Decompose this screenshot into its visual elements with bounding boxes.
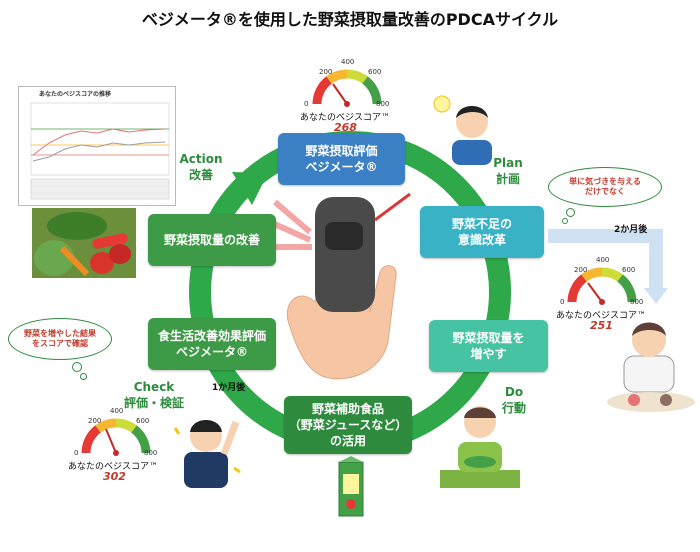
vegemeter-device-illustration bbox=[270, 192, 411, 380]
gauge-left-tick-0: 0 bbox=[74, 449, 79, 457]
phase-desc: 改善 bbox=[188, 167, 213, 182]
box-awareness-reform: 野菜不足の 意識改革 bbox=[420, 206, 544, 258]
gauge-right-tick-800: 800 bbox=[630, 298, 644, 306]
page-title: ベジメータ®を使用した野菜摂取量改善のPDCAサイクル bbox=[141, 10, 559, 29]
gauge-right bbox=[567, 267, 637, 305]
box-increase-vegetables: 野菜摂取量を 増やす bbox=[429, 320, 548, 372]
phase-name: Plan bbox=[493, 156, 523, 170]
interval-one-month: 1か月後 bbox=[212, 383, 246, 393]
box-line: 野菜摂取評価 bbox=[305, 143, 378, 158]
box-line: 野菜不足の bbox=[451, 216, 512, 231]
gauge-top-tick-200: 200 bbox=[319, 68, 333, 76]
bubble-awareness: 単に気づきを与える だけでなく bbox=[548, 167, 662, 207]
box-line: ベジメータ® bbox=[175, 345, 248, 359]
gauge-left-tick-800: 800 bbox=[144, 449, 158, 457]
gauge-top-score: 268 bbox=[334, 121, 357, 134]
phase-desc: 評価・検証 bbox=[123, 395, 184, 410]
phase-action-label: Action 改善 bbox=[176, 152, 226, 183]
score-trend-plot bbox=[30, 102, 170, 200]
person-thinking-illustration bbox=[433, 95, 492, 165]
interval-two-months: 2か月後 bbox=[614, 225, 648, 235]
box-line: （野菜ジュースなど） bbox=[288, 417, 408, 432]
two-month-arrow-body bbox=[548, 229, 663, 290]
bubble-tail-dot bbox=[72, 362, 82, 372]
bubble-line: 野菜を増やした結果 bbox=[24, 328, 96, 338]
gauge-left-score: 302 bbox=[103, 470, 126, 483]
phase-name: Do bbox=[504, 385, 524, 399]
person-eating-illustration bbox=[440, 406, 520, 488]
cycle-arrowhead bbox=[232, 172, 268, 205]
bubble-tail-dot bbox=[562, 218, 568, 224]
bubble-line: だけでなく bbox=[585, 187, 625, 196]
bubble-tail-dot bbox=[80, 373, 87, 380]
box-line: ベジメータ® bbox=[305, 160, 378, 174]
score-trend-chart-title: あなたのベジスコアの推移 bbox=[39, 91, 112, 98]
box-line: 野菜摂取量を bbox=[452, 330, 525, 345]
gauge-top-tick-0: 0 bbox=[304, 100, 309, 108]
gauge-left-tick-400: 400 bbox=[110, 407, 124, 415]
bubble-tail-dot bbox=[566, 208, 575, 217]
box-vegetable-intake-evaluation: 野菜摂取評価 ベジメータ® bbox=[278, 133, 405, 185]
phase-desc: 行動 bbox=[501, 400, 526, 415]
box-line: 野菜摂取量の改善 bbox=[163, 232, 260, 247]
phase-desc: 計画 bbox=[495, 171, 520, 186]
box-intake-improvement: 野菜摂取量の改善 bbox=[148, 214, 276, 266]
box-line: 野菜補助食品 bbox=[311, 401, 384, 416]
gauge-top-caption: あなたのベジスコア™ bbox=[300, 113, 391, 123]
bubble-line: 単に気づきを与える bbox=[569, 176, 641, 186]
gauge-right-caption: あなたのベジスコア™ bbox=[556, 311, 647, 321]
bubble-confirm-score: 野菜を増やした結果 をスコアで確認 bbox=[8, 318, 112, 360]
gauge-right-score: 251 bbox=[590, 319, 613, 332]
gauge-right-tick-400: 400 bbox=[596, 256, 610, 264]
vegetable-juice-carton bbox=[338, 456, 364, 517]
box-diet-improvement-evaluation: 食生活改善効果評価 ベジメータ® bbox=[148, 318, 276, 370]
person-reflecting-illustration bbox=[607, 322, 695, 412]
gauge-top bbox=[312, 69, 382, 107]
phase-plan-label: Plan 計画 bbox=[486, 156, 530, 187]
gauge-right-tick-600: 600 bbox=[622, 266, 636, 274]
two-month-arrowhead bbox=[644, 288, 668, 304]
gauge-left-tick-200: 200 bbox=[88, 417, 102, 425]
phase-do-label: Do 行動 bbox=[494, 385, 534, 416]
box-line: 増やす bbox=[470, 347, 507, 361]
gauge-top-tick-400: 400 bbox=[341, 58, 355, 66]
box-line: 意識改革 bbox=[457, 233, 506, 247]
bubble-line: をスコアで確認 bbox=[32, 339, 88, 348]
box-vegetable-supplements: 野菜補助食品 （野菜ジュースなど） の活用 bbox=[284, 396, 412, 454]
box-line: の活用 bbox=[329, 434, 366, 449]
score-trend-chart: あなたのベジスコアの推移 bbox=[18, 86, 176, 206]
vegetables-photo bbox=[32, 208, 136, 278]
phase-check-label: Check 評価・検証 bbox=[114, 380, 194, 411]
gauge-left-caption: あなたのベジスコア™ bbox=[68, 462, 159, 472]
gauge-top-tick-600: 600 bbox=[368, 68, 382, 76]
phase-name: Check bbox=[133, 380, 175, 394]
gauge-left bbox=[81, 418, 151, 456]
gauge-right-tick-200: 200 bbox=[574, 266, 588, 274]
gauge-top-tick-800: 800 bbox=[376, 100, 390, 108]
phase-name: Action bbox=[179, 152, 223, 166]
box-line: 食生活改善効果評価 bbox=[157, 328, 266, 343]
gauge-right-tick-0: 0 bbox=[560, 298, 565, 306]
gauge-left-tick-600: 600 bbox=[136, 417, 150, 425]
person-celebrating-illustration bbox=[173, 420, 241, 488]
